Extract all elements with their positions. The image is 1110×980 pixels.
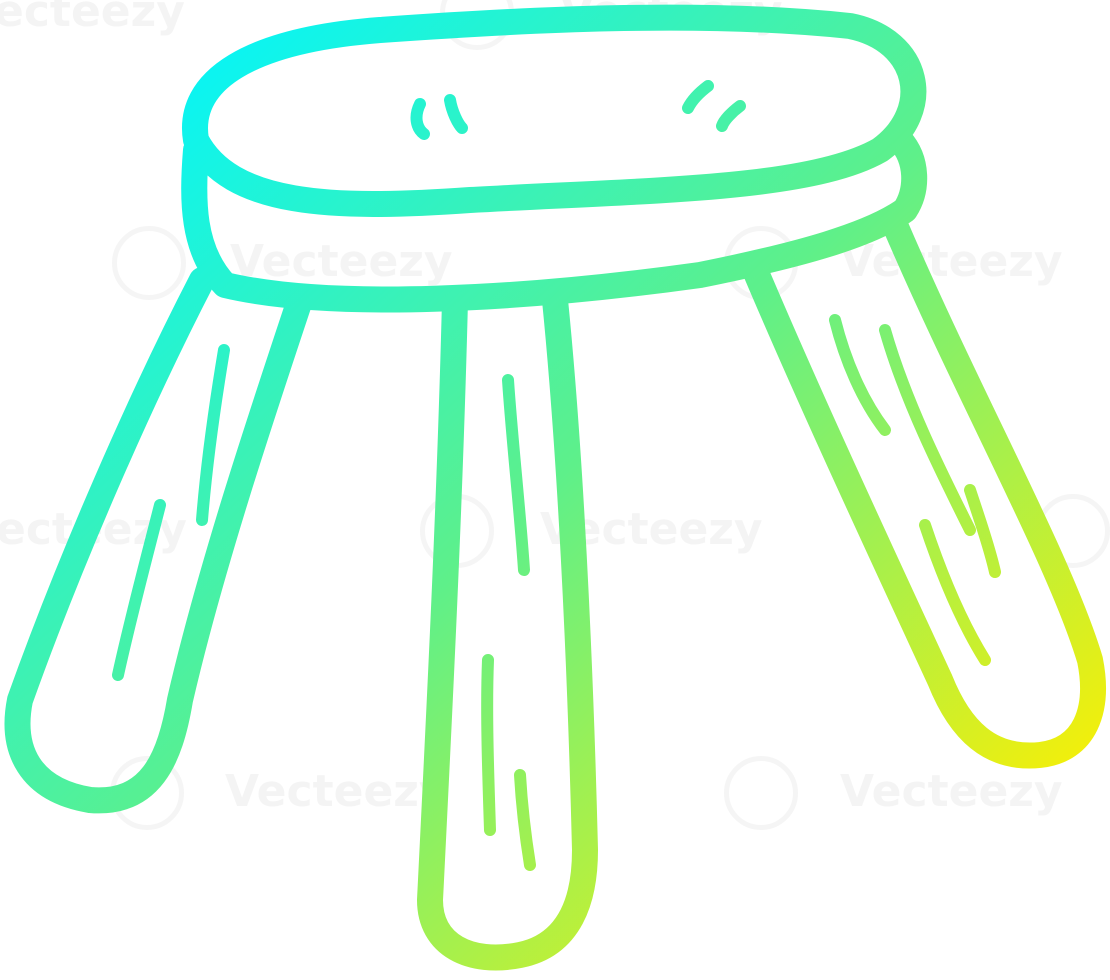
- stool-seat-rim: [181, 127, 928, 313]
- leg-highlight: [196, 344, 230, 526]
- leg-highlight: [481, 654, 496, 836]
- seat-highlight: [410, 98, 430, 140]
- stool-leg-middle: [417, 287, 598, 971]
- stool-seat-top: [182, 4, 927, 217]
- leg-highlight: [919, 519, 991, 666]
- leg-highlight: [514, 769, 536, 871]
- leg-highlight: [112, 499, 166, 681]
- stool-leg-right: [742, 212, 1106, 769]
- leg-highlight: [964, 484, 1001, 578]
- seat-highlight: [716, 100, 746, 132]
- leg-highlight: [829, 314, 891, 436]
- stool-leg-left: [4, 267, 313, 814]
- leg-highlight: [502, 374, 530, 576]
- leg-highlight: [879, 324, 976, 536]
- seat-highlight: [682, 80, 714, 114]
- seat-highlight: [444, 94, 468, 134]
